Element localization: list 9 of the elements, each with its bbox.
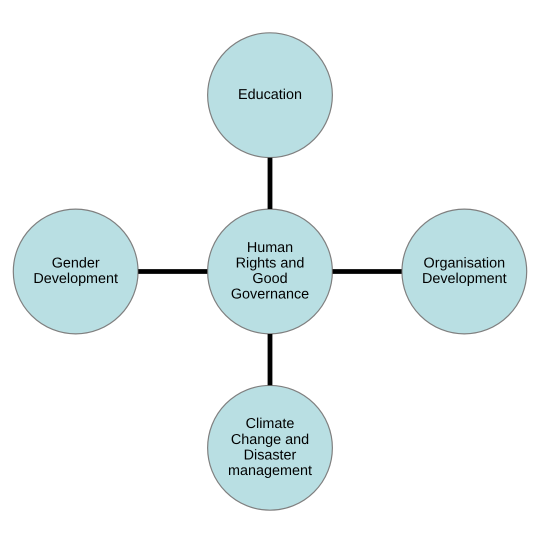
connector xyxy=(332,269,402,274)
node-circle: Gender Development xyxy=(12,208,139,334)
connector xyxy=(138,269,208,274)
node-circle: Human Rights and Good Governance xyxy=(207,208,333,334)
connector xyxy=(268,334,272,386)
connector xyxy=(268,158,272,209)
node-circle: Education xyxy=(207,32,333,158)
node-circle: Organisation Development xyxy=(401,208,528,334)
node-circle: Climate Change and Disaster management xyxy=(207,384,333,511)
